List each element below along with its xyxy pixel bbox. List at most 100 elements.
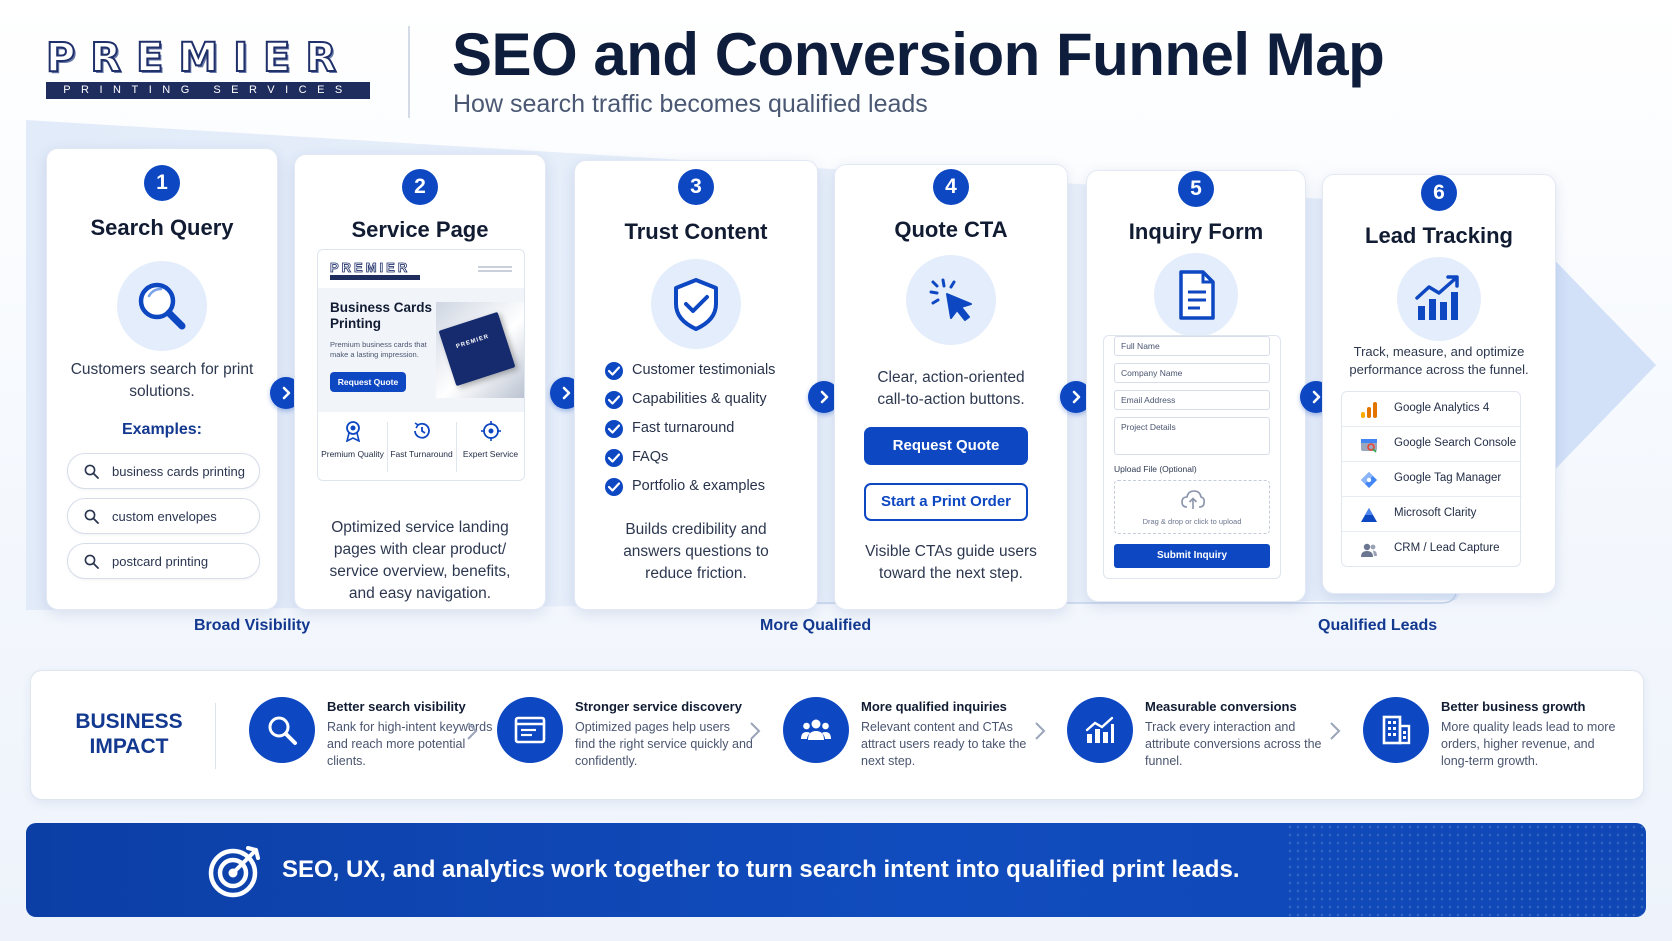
- step-number-badge: 4: [933, 169, 969, 205]
- tool-name: Google Tag Manager: [1394, 472, 1502, 484]
- impact-item-measurable-conversions: Measurable conversions Track every inter…: [1067, 697, 1327, 777]
- google-search-console-icon: [1361, 439, 1377, 453]
- chevron-right-icon: [750, 722, 761, 740]
- chevron-right-icon: [1035, 722, 1046, 740]
- file-upload-dropzone[interactable]: Drag & drop or click to upload: [1114, 480, 1270, 534]
- search-icon: [249, 697, 315, 763]
- shield-check-icon: [651, 259, 741, 349]
- step-title: Trust Content: [624, 219, 768, 244]
- request-quote-button[interactable]: Request Quote: [864, 427, 1028, 465]
- impact-item-text: Track every interaction and attribute co…: [1145, 720, 1322, 768]
- impact-item-qualified-inquiries: More qualified inquiries Relevant conten…: [783, 697, 1043, 777]
- step-card-lead-tracking: 6 Lead Tracking Track, measure, and opti…: [1322, 174, 1556, 594]
- example-query-text: business cards printing: [112, 464, 245, 479]
- analytics-tools-list: Google Analytics 4 Google Search Console…: [1341, 391, 1522, 567]
- banner-dot-pattern: [1286, 823, 1646, 917]
- tool-row: Google Analytics 4: [1342, 392, 1522, 427]
- step-title: Inquiry Form: [1128, 219, 1264, 244]
- impact-item-title: More qualified inquiries: [861, 699, 1007, 714]
- example-search-query: postcard printing: [67, 543, 260, 579]
- mockup-request-quote-button[interactable]: Request Quote: [330, 372, 406, 392]
- start-print-order-button[interactable]: Start a Print Order: [864, 483, 1028, 521]
- example-query-text: custom envelopes: [112, 509, 217, 524]
- project-details-field[interactable]: Project Details: [1114, 417, 1270, 455]
- step-number-badge: 5: [1178, 171, 1214, 207]
- page-subtitle: How search traffic becomes qualified lea…: [453, 90, 928, 118]
- impact-item-title: Measurable conversions: [1145, 699, 1297, 714]
- logo-tagline: PRINTING SERVICES: [46, 82, 370, 99]
- examples-label: Examples:: [121, 421, 203, 438]
- impact-item-business-growth: Better business growth More quality lead…: [1363, 697, 1623, 777]
- step-description: Track, measure, and optimize performance…: [1349, 344, 1529, 377]
- summary-banner: SEO, UX, and analytics work together to …: [26, 823, 1646, 917]
- step-title: Search Query: [90, 215, 234, 240]
- step-number-badge: 2: [402, 169, 438, 205]
- step-number-badge: 1: [144, 165, 180, 201]
- email-address-field[interactable]: Email Address: [1114, 390, 1270, 410]
- impact-item-service-discovery: Stronger service discovery Optimized pag…: [497, 697, 757, 777]
- step-title: Service Page: [351, 217, 489, 242]
- impact-item-title: Stronger service discovery: [575, 699, 742, 714]
- stage-label-qualified-leads: Qualified Leads: [1318, 617, 1438, 634]
- tool-row: Microsoft Clarity: [1342, 497, 1522, 532]
- check-icon: [605, 362, 623, 380]
- step-card-service-page: 2 Service Page PREMIER Business Cards Pr…: [294, 154, 546, 610]
- field-placeholder: Project Details: [1121, 422, 1176, 432]
- feature-label: Fast Turnaround: [390, 449, 453, 459]
- inquiry-form-mockup: Full Name Company Name Email Address Pro…: [1103, 335, 1281, 579]
- step-title: Lead Tracking: [1365, 223, 1513, 248]
- tool-row: Google Search Console: [1342, 427, 1522, 462]
- feature-label: Premium Quality: [321, 449, 384, 459]
- business-card-product-image: PREMIER: [436, 302, 524, 398]
- stage-label-broad-visibility: Broad Visibility: [194, 617, 311, 634]
- full-name-field[interactable]: Full Name: [1114, 336, 1270, 356]
- ribbon-icon: [345, 421, 360, 443]
- tool-name: Google Search Console: [1394, 437, 1517, 449]
- building-icon: [1363, 697, 1429, 763]
- users-icon: [1361, 543, 1377, 557]
- people-group-icon: [783, 697, 849, 763]
- tool-name: Microsoft Clarity: [1394, 507, 1477, 519]
- example-search-query: business cards printing: [67, 453, 260, 489]
- field-placeholder: Email Address: [1121, 395, 1176, 405]
- search-icon: [84, 554, 99, 569]
- impact-item-text: More quality leads lead to more orders, …: [1441, 720, 1616, 768]
- field-placeholder: Full Name: [1121, 341, 1160, 351]
- example-search-query: custom envelopes: [67, 498, 260, 534]
- impact-item-text: Optimized pages help users find the righ…: [575, 720, 753, 768]
- business-card: PREMIER: [438, 311, 516, 387]
- step-description: Visible CTAs guide users toward the next…: [865, 543, 1037, 582]
- document-icon: [1154, 253, 1238, 337]
- step-number-badge: 6: [1421, 175, 1457, 211]
- clock-arrow-icon: [413, 422, 430, 439]
- impact-divider: [215, 703, 216, 769]
- upload-label: Upload File (Optional): [1114, 464, 1197, 474]
- microsoft-clarity-icon: [1361, 508, 1377, 522]
- impact-item-title: Better search visibility: [327, 699, 466, 714]
- step-card-trust-content: 3 Trust Content Customer testimonials Ca…: [574, 160, 818, 610]
- feature-fast-turnaround: Fast Turnaround: [387, 420, 456, 459]
- business-impact-title: BUSINESS IMPACT: [75, 710, 183, 758]
- impact-item-text: Relevant content and CTAs attract users …: [861, 720, 1027, 768]
- submit-inquiry-button[interactable]: Submit Inquiry: [1114, 544, 1270, 568]
- check-icon: [605, 449, 623, 467]
- target-arrow-icon: [208, 846, 260, 898]
- browser-window-icon: [497, 697, 563, 763]
- step-description: Customers search for print solutions.: [70, 361, 254, 400]
- growth-chart-icon: [1397, 257, 1481, 341]
- tool-name: Google Analytics 4: [1394, 402, 1490, 414]
- business-impact-panel: BUSINESS IMPACT Better search visibility…: [30, 670, 1644, 800]
- mockup-heading: Business Cards Printing: [330, 300, 433, 331]
- step-title: Quote CTA: [894, 217, 1008, 242]
- chevron-right-icon: [467, 722, 478, 740]
- feature-label: Expert Service: [462, 449, 519, 459]
- step-card-inquiry-form: 5 Inquiry Form Full Name Company Name Em…: [1086, 170, 1306, 602]
- stage-label-more-qualified: More Qualified: [760, 617, 872, 634]
- google-analytics-icon: [1361, 402, 1377, 418]
- tool-name: CRM / Lead Capture: [1394, 542, 1500, 554]
- check-icon: [605, 478, 623, 496]
- step-description: Builds credibility and answers questions…: [623, 521, 769, 582]
- company-name-field[interactable]: Company Name: [1114, 363, 1270, 383]
- banner-text: SEO, UX, and analytics work together to …: [282, 856, 1240, 883]
- check-icon: [605, 391, 623, 409]
